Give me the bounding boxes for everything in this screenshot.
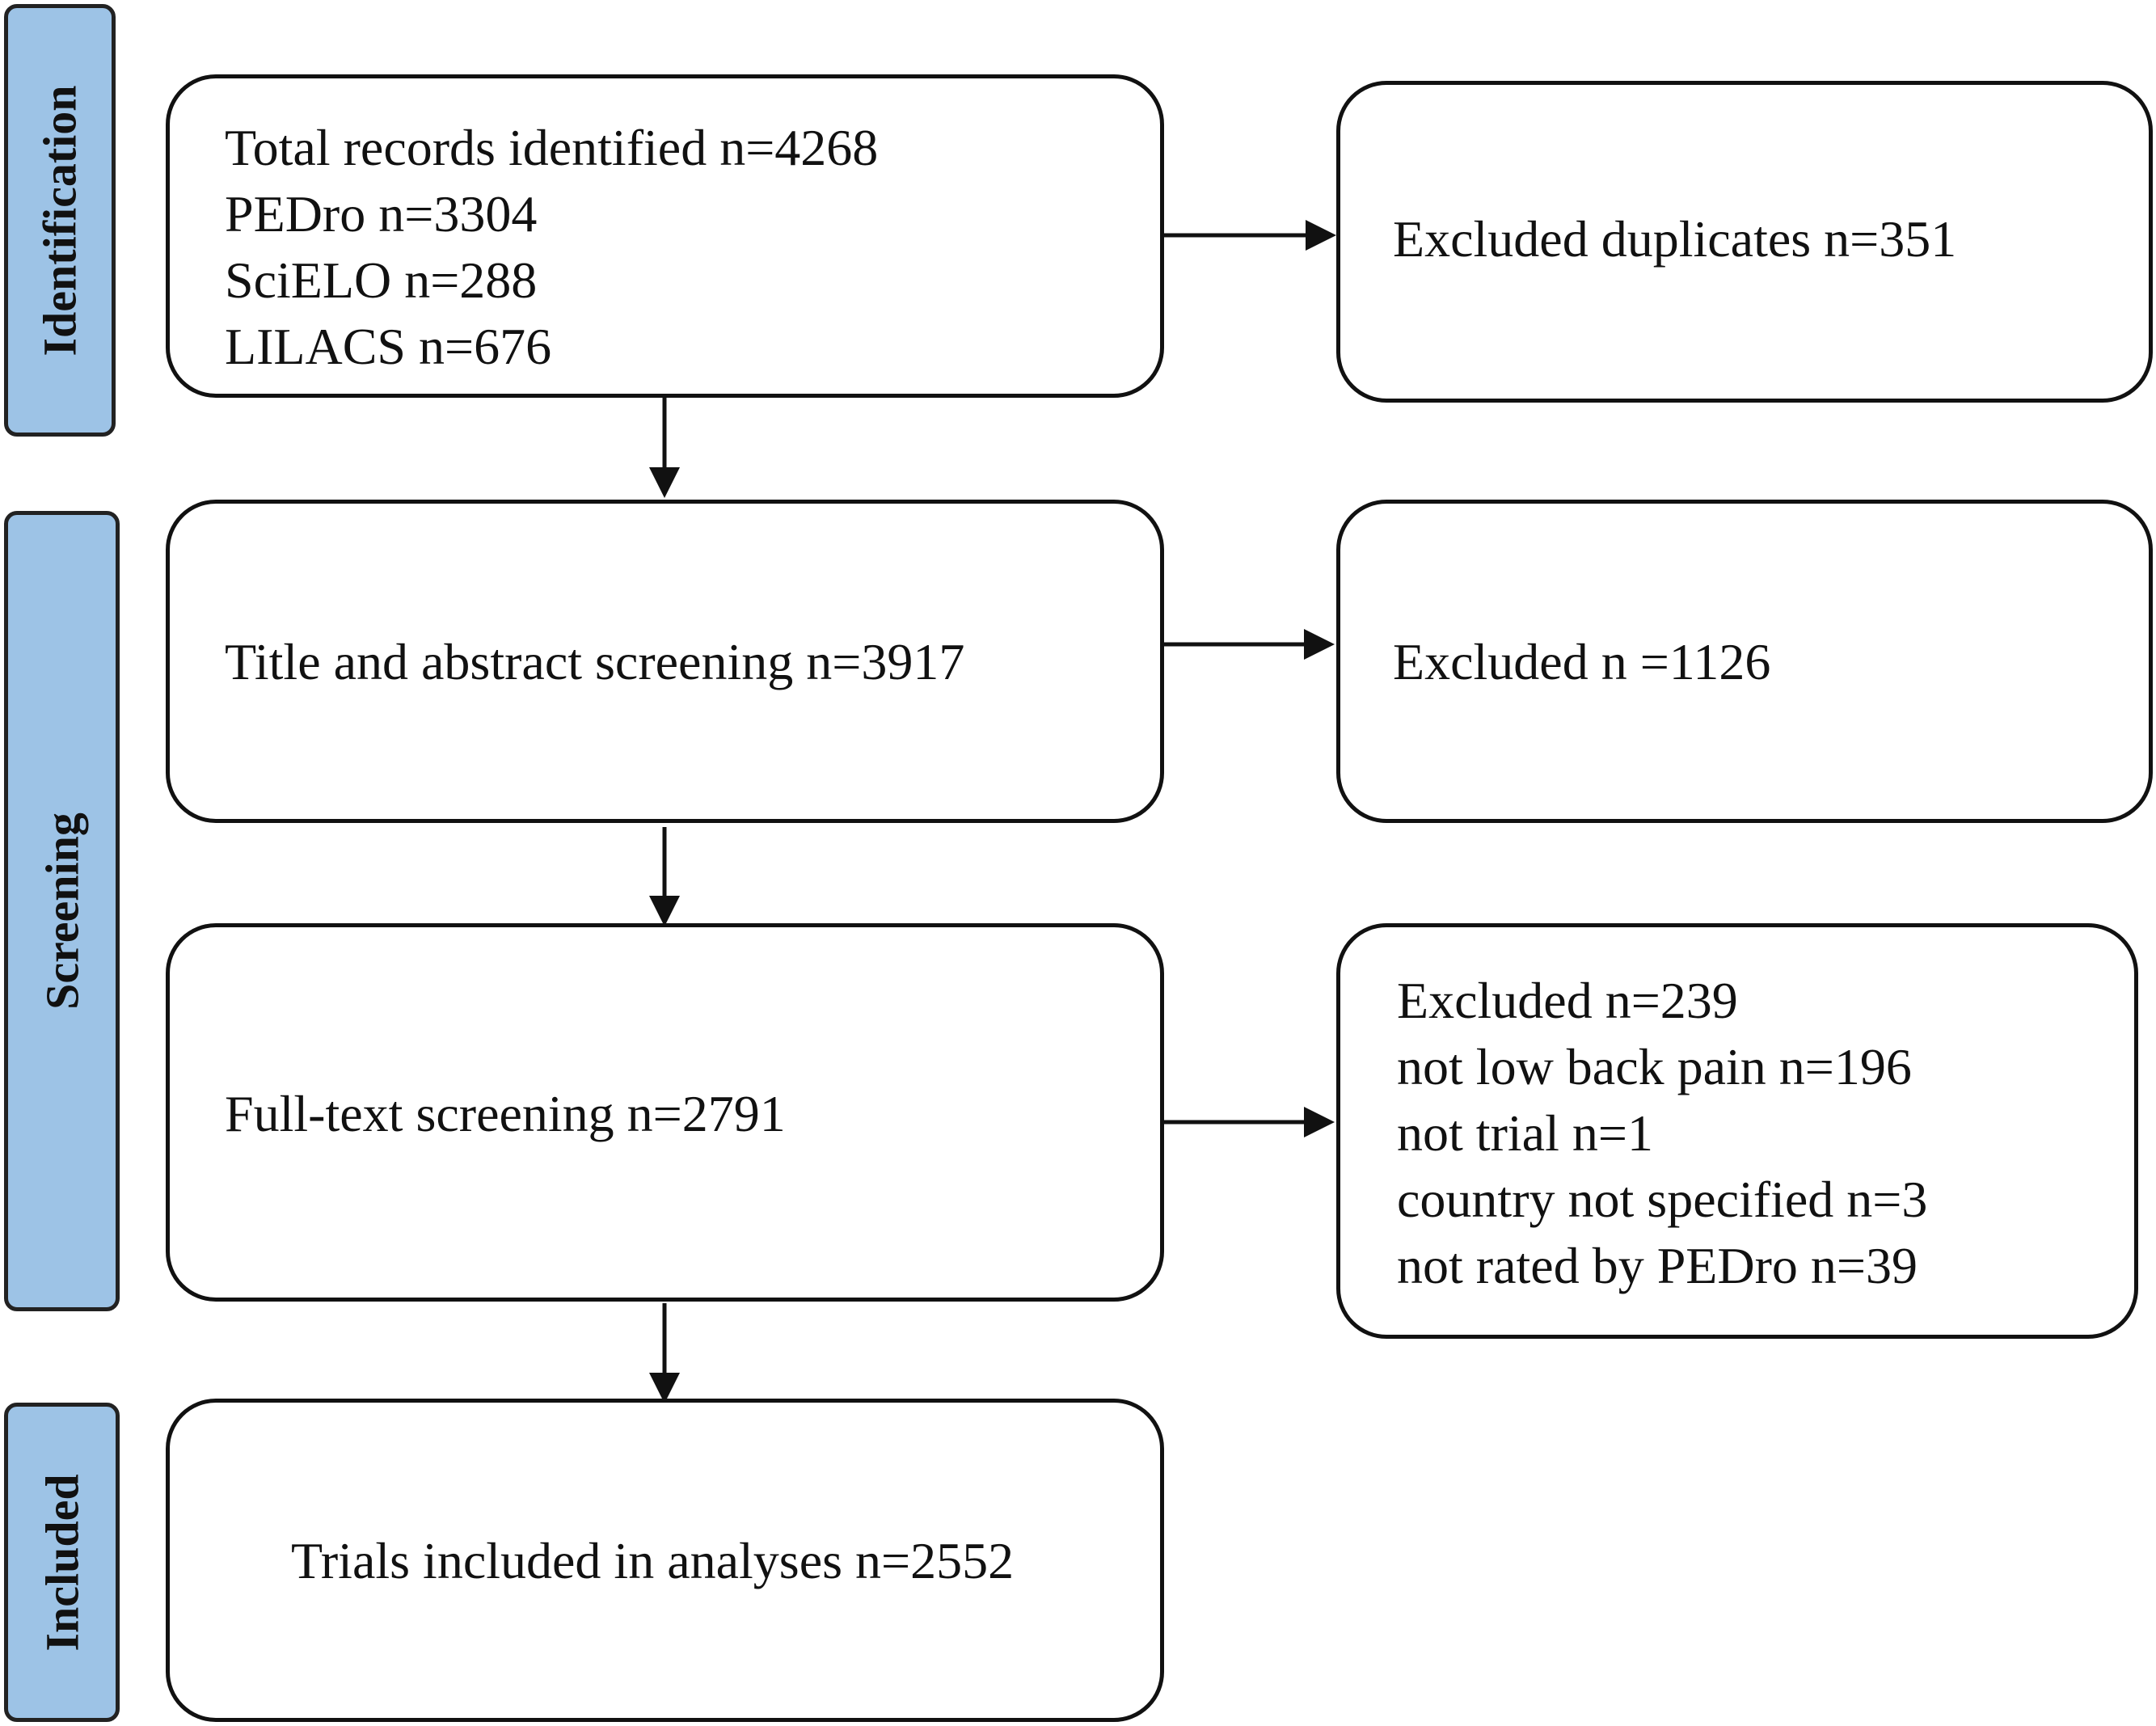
excluded-duplicates-line: Excluded duplicates n=351: [1393, 210, 1957, 268]
stage-tab-screening: Screening: [4, 511, 120, 1311]
arrow-screening-to-excluded: [1164, 629, 1335, 660]
excluded-full-text-box: Excluded n=239 not low back pain n=196 n…: [1336, 923, 2138, 1339]
stage-label-identification: Identification: [33, 84, 86, 357]
records-pedro-line: PEDro n=3304: [225, 185, 538, 243]
arrow-fulltext-to-included: [649, 1303, 680, 1403]
arrow-identified-to-duplicates: [1164, 220, 1336, 251]
records-identified-box: Total records identified n=4268 PEDro n=…: [166, 74, 1164, 398]
stage-label-screening: Screening: [36, 812, 88, 1010]
title-abstract-screening-line: Title and abstract screening n=3917: [225, 633, 965, 690]
excluded-not-low-back-pain-line: not low back pain n=196: [1397, 1038, 1912, 1095]
records-scielo-line: SciELO n=288: [225, 251, 538, 309]
records-lilacs-line: LILACS n=676: [225, 318, 552, 375]
stage-label-included: Included: [36, 1473, 88, 1652]
excluded-not-trial-line: not trial n=1: [1397, 1104, 1653, 1162]
excluded-title-abstract-box: Excluded n =1126: [1336, 500, 2153, 823]
excluded-country-not-specified-line: country not specified n=3: [1397, 1171, 1928, 1228]
trials-included-box: Trials included in analyses n=2552: [166, 1399, 1164, 1722]
arrow-identified-to-screening: [649, 398, 680, 498]
arrow-fulltext-to-excluded: [1164, 1107, 1335, 1137]
excluded-title-abstract-line: Excluded n =1126: [1393, 633, 1771, 690]
trials-included-line: Trials included in analyses n=2552: [291, 1532, 1015, 1589]
records-total-line: Total records identified n=4268: [225, 119, 879, 176]
excluded-duplicates-box: Excluded duplicates n=351: [1336, 81, 2153, 403]
excluded-not-rated-pedro-line: not rated by PEDro n=39: [1397, 1237, 1918, 1294]
full-text-screening-box: Full-text screening n=2791: [166, 923, 1164, 1302]
stage-tab-identification: Identification: [4, 4, 116, 437]
title-abstract-screening-box: Title and abstract screening n=3917: [166, 500, 1164, 823]
arrow-screening-to-fulltext: [649, 827, 680, 926]
stage-tab-included: Included: [4, 1403, 120, 1722]
excluded-full-text-total-line: Excluded n=239: [1397, 972, 1738, 1029]
full-text-screening-line: Full-text screening n=2791: [225, 1085, 786, 1142]
